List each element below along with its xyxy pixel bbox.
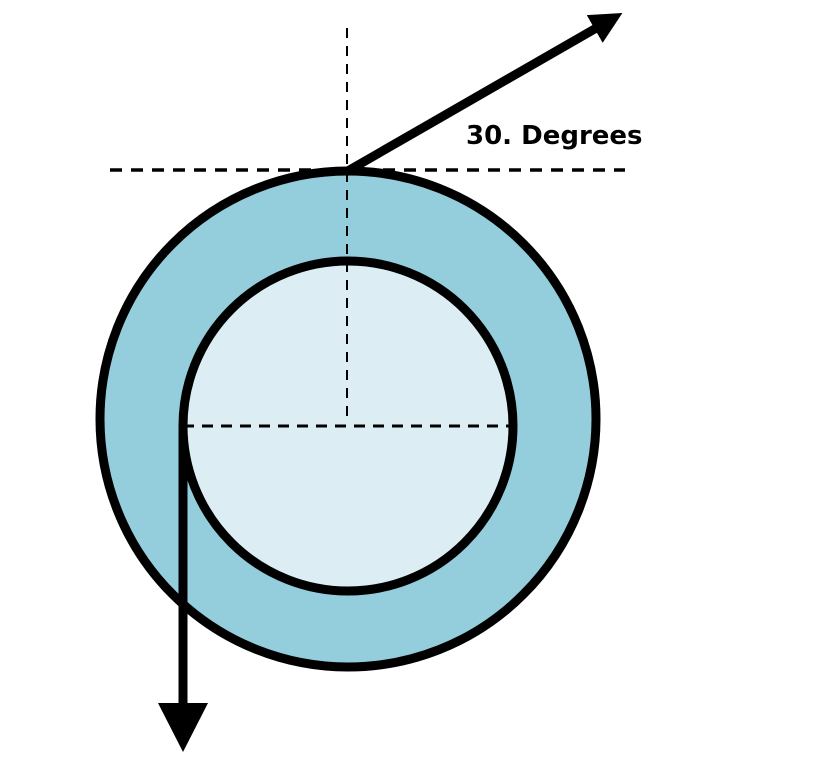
rope-down-arrowhead bbox=[158, 703, 208, 752]
inner-circle bbox=[178, 256, 518, 596]
rope-up-arrow bbox=[343, 13, 623, 176]
angle-label: 30. Degrees bbox=[466, 121, 643, 151]
